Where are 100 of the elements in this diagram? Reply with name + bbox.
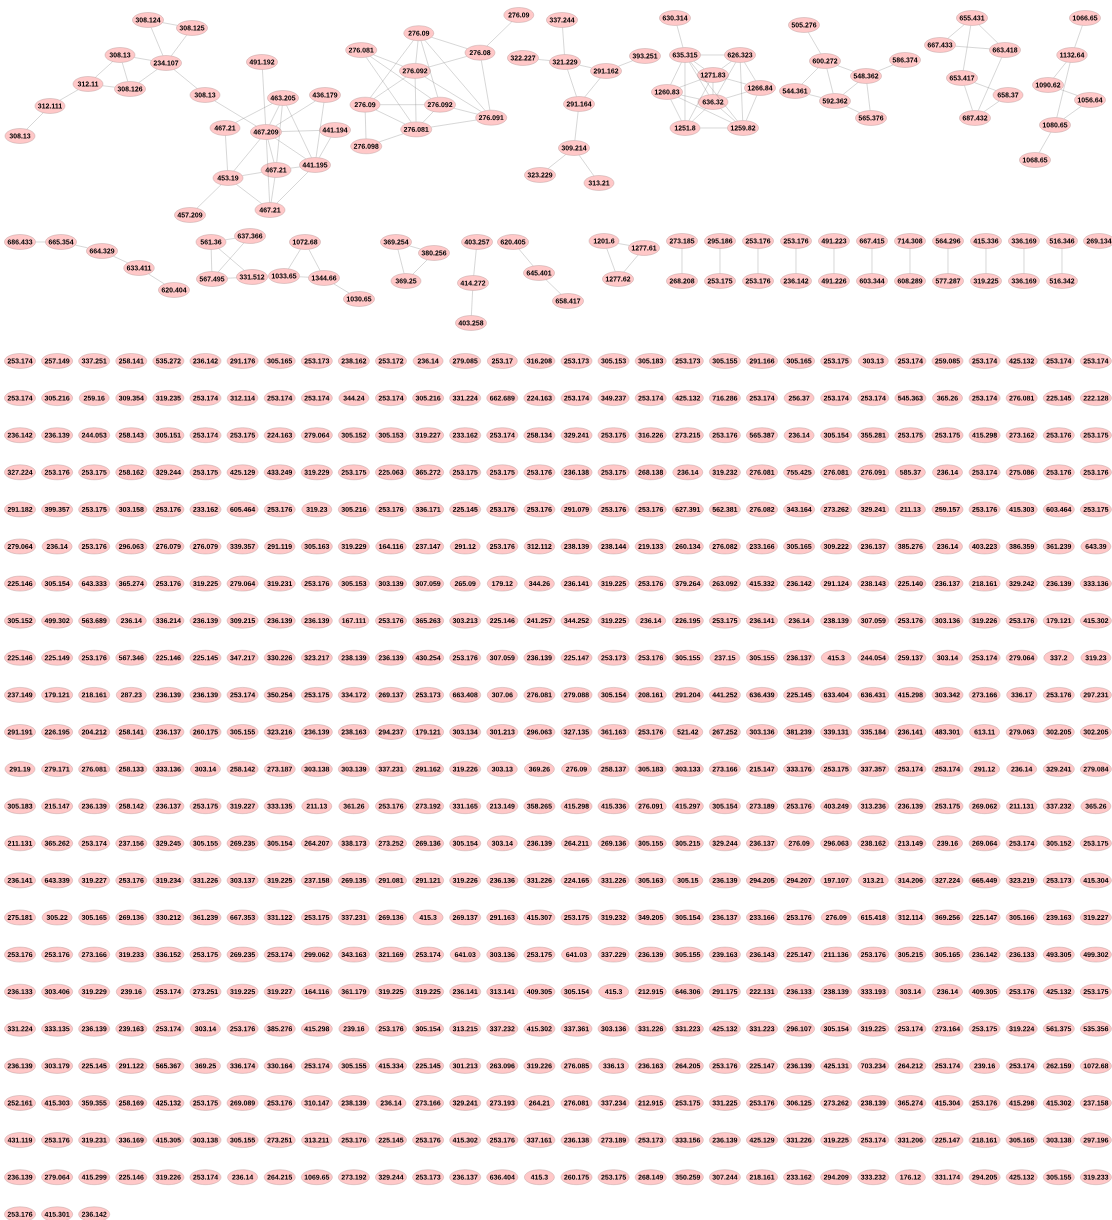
edge-line [270, 177, 276, 203]
edge-line [623, 254, 639, 273]
edge-line [267, 139, 275, 163]
edge-line [720, 108, 736, 122]
edge-line [964, 85, 973, 111]
edge-line [606, 248, 616, 272]
edge-line [397, 249, 405, 274]
edge-line [138, 69, 158, 83]
edge-line [843, 82, 858, 95]
edge-line [866, 83, 871, 111]
edge-line [618, 60, 633, 67]
edge-line [955, 46, 990, 49]
edge-line [412, 259, 428, 275]
edge-line [618, 243, 630, 246]
edge-line [134, 57, 152, 61]
edge-line [471, 290, 473, 316]
edge-line [574, 111, 579, 141]
edge-line [486, 21, 512, 47]
edge-line [102, 85, 115, 88]
edge-line [877, 64, 894, 72]
edge-line [693, 61, 705, 69]
edge-line [837, 65, 854, 72]
edge-line [375, 109, 406, 125]
edge-line [670, 99, 682, 121]
edge-line [235, 103, 273, 123]
edge-line [963, 25, 971, 71]
edge-line [538, 59, 550, 61]
edge-line [319, 137, 331, 158]
edge-line [290, 166, 300, 169]
edge-line [173, 69, 198, 89]
edge-line [95, 61, 113, 78]
edge-line [978, 24, 999, 44]
edge-line [380, 104, 425, 105]
edge-line [370, 40, 414, 98]
edge-line [276, 171, 309, 204]
edge-line [481, 60, 491, 111]
edge-line [162, 22, 178, 26]
edge-line [373, 76, 406, 99]
edge-line [275, 100, 316, 127]
edge-line [211, 249, 212, 272]
edge-line [721, 61, 732, 69]
edge-line [808, 32, 821, 54]
edge-line [545, 279, 562, 295]
edge-line [113, 256, 128, 263]
edge-line [148, 273, 165, 285]
edge-line [420, 40, 438, 98]
edge-line [1039, 132, 1051, 153]
edge-line [275, 138, 306, 159]
edge-line [692, 108, 706, 122]
edge-line [548, 154, 566, 169]
edge-line [744, 62, 756, 81]
edge-line [808, 94, 822, 98]
edge-line [679, 79, 701, 88]
edge-line [801, 67, 819, 85]
edge-line [689, 62, 709, 95]
edge-line [379, 133, 404, 143]
edge-line [415, 40, 419, 64]
edge-line [75, 244, 88, 248]
edge-line [974, 82, 996, 91]
edge-line [225, 135, 228, 171]
edge-line [365, 112, 367, 139]
edge-line [373, 54, 403, 67]
edge-line [288, 249, 301, 269]
edge-line [431, 119, 477, 128]
edge-line [151, 27, 163, 56]
edge-line [1056, 62, 1071, 118]
edge-line [562, 27, 565, 55]
edge-line [983, 101, 1000, 112]
edge-line [281, 130, 320, 132]
edge-line [725, 91, 747, 99]
edge-line [473, 249, 477, 276]
edge-line [236, 184, 262, 204]
edge-line [266, 139, 270, 203]
edge-line [978, 57, 1002, 111]
edge-line [218, 242, 244, 273]
edge-line [225, 238, 236, 240]
edge-line [422, 111, 434, 123]
edge-line [670, 62, 682, 85]
edge-line [262, 69, 266, 125]
edge-line [299, 276, 309, 278]
edge-line [196, 184, 222, 209]
edge-line [712, 82, 714, 95]
edge-line [315, 102, 325, 158]
edge-line [424, 76, 482, 112]
edge-line [214, 100, 257, 127]
edge-line [567, 69, 577, 97]
edge-line [846, 106, 860, 113]
edge-line [826, 68, 834, 94]
edge-line [286, 105, 312, 158]
edge-line [947, 24, 965, 39]
edge-line [370, 56, 432, 99]
edge-line [1074, 25, 1083, 48]
edge-line [688, 82, 710, 121]
edge-line [431, 37, 468, 49]
edge-line [579, 155, 594, 176]
edge-line [1060, 89, 1078, 96]
edge-line [717, 62, 736, 95]
edge-line [122, 62, 128, 82]
edge-line [746, 95, 757, 121]
edge-line [366, 57, 412, 123]
